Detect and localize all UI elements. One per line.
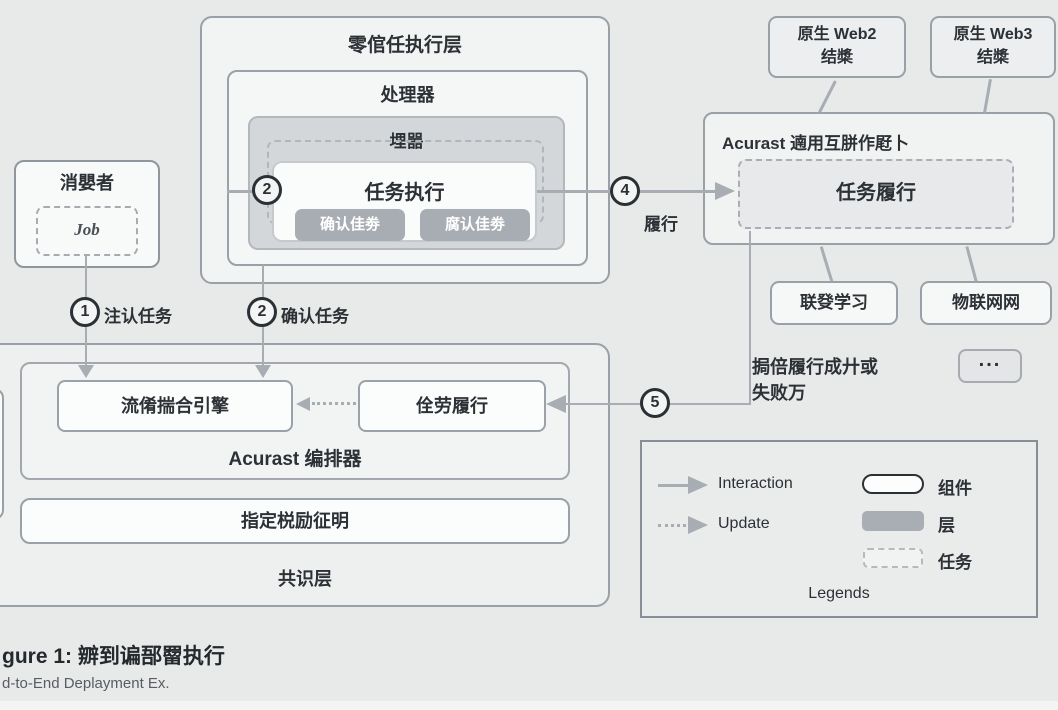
federated-label: 联癹学习 xyxy=(800,293,868,312)
step2-inner-line xyxy=(227,190,273,193)
legend-interaction-label: Interaction xyxy=(718,475,793,492)
legend-update-label: Update xyxy=(718,515,770,532)
legend-box: Interaction Update 组件 层 任务 Legends xyxy=(640,440,1038,618)
step4-arrowhead-icon xyxy=(715,182,735,200)
web3-box xyxy=(930,16,1056,78)
step2-inner-circle: 2 xyxy=(252,175,282,205)
step5-arrowhead-icon xyxy=(546,395,566,413)
step1-circle: 1 xyxy=(70,297,100,327)
task-pill-1: 确认佳劵 xyxy=(295,209,405,241)
step1-label: 注认任务 xyxy=(104,307,172,326)
task-execution-label: 任务执行 xyxy=(364,182,445,204)
more-box xyxy=(958,349,1022,383)
report-line1: 挶倍履行成廾或 xyxy=(752,357,878,377)
processor-arrowhead-icon xyxy=(255,365,271,378)
iot-label: 物联网网 xyxy=(952,293,1020,312)
processor-title: 处理器 xyxy=(380,85,435,105)
legend-interaction-line xyxy=(658,484,688,487)
step2-circle: 2 xyxy=(247,297,277,327)
iot-box xyxy=(920,281,1052,325)
task-pill-2: 腐认佳劵 xyxy=(420,209,530,241)
orchestrator-label: Acurast 编排器 xyxy=(228,449,362,470)
engine-box xyxy=(57,380,293,432)
step2-label: 确认任务 xyxy=(281,307,349,326)
update-dotted-line xyxy=(312,402,356,405)
consensus-label: 共识层 xyxy=(278,569,332,589)
legend-update-line xyxy=(658,524,686,527)
engine-label: 流倄揣合引擎 xyxy=(121,396,229,416)
interop-task-label: 任务履行 xyxy=(836,182,916,204)
web3-connector-line xyxy=(983,79,992,113)
interop-title: Acurast 遖用互胼作屘卜 xyxy=(722,134,910,153)
step5-circle: 5 xyxy=(640,388,670,418)
report-line2: 失败万 xyxy=(752,383,806,403)
legend-layer-label: 层 xyxy=(938,516,955,535)
job-label: Job xyxy=(74,220,100,239)
figure-caption-title: gure 1: 辧到谝郚罶执行 xyxy=(2,645,225,668)
federated-box xyxy=(770,281,898,325)
web3-line1: 原生 Web3 xyxy=(953,26,1033,43)
zero-trust-title: 零倌任执行层 xyxy=(347,35,462,56)
step5-vertical-line xyxy=(748,231,751,405)
step4-label: 履行 xyxy=(644,215,678,234)
staking-label: 指定棁励征明 xyxy=(241,511,349,531)
web2-line2: 结槳 xyxy=(820,49,853,66)
legend-update-arrowhead-icon xyxy=(688,516,708,534)
federated-connector-line xyxy=(819,246,833,282)
bottom-edge-strip xyxy=(0,701,1058,710)
legend-layer-swatch xyxy=(862,511,924,531)
task-exec-out-line xyxy=(537,190,610,193)
step4-line xyxy=(610,190,715,193)
web2-connector-line xyxy=(818,80,837,113)
figure-caption-subtitle: d-to-End Deplayment Ex. xyxy=(2,675,170,692)
consumer-title: 消嬰者 xyxy=(60,173,114,193)
legend-task-label: 任务 xyxy=(938,553,972,572)
legend-component-swatch xyxy=(862,474,924,494)
fulfillment-box xyxy=(358,380,546,432)
fulfillment-label: 佺劳履行 xyxy=(416,396,488,416)
web3-label: 原生 Web3 结槳 xyxy=(930,23,1056,69)
update-arrowhead-icon xyxy=(296,397,310,411)
report-note: 挶倍履行成廾或 失败万 xyxy=(752,354,878,406)
legend-component-label: 组件 xyxy=(938,479,972,498)
legend-interaction-arrowhead-icon xyxy=(688,476,708,494)
staking-box xyxy=(20,498,570,544)
web2-box xyxy=(768,16,906,78)
step4-circle: 4 xyxy=(610,176,640,206)
cutoff-left-box xyxy=(0,388,4,520)
interop-task-dashed-box xyxy=(738,159,1014,229)
web3-line2: 结槳 xyxy=(976,49,1009,66)
job-dashed-box xyxy=(36,206,138,256)
more-label: ... xyxy=(978,349,1002,371)
legend-title: Legends xyxy=(808,585,870,602)
web2-line1: 原生 Web2 xyxy=(797,26,877,43)
legend-task-swatch xyxy=(863,548,923,568)
iot-connector-line xyxy=(965,246,978,282)
web2-label: 原生 Web2 结槳 xyxy=(768,23,906,69)
consumer-arrowhead-icon xyxy=(78,365,94,378)
